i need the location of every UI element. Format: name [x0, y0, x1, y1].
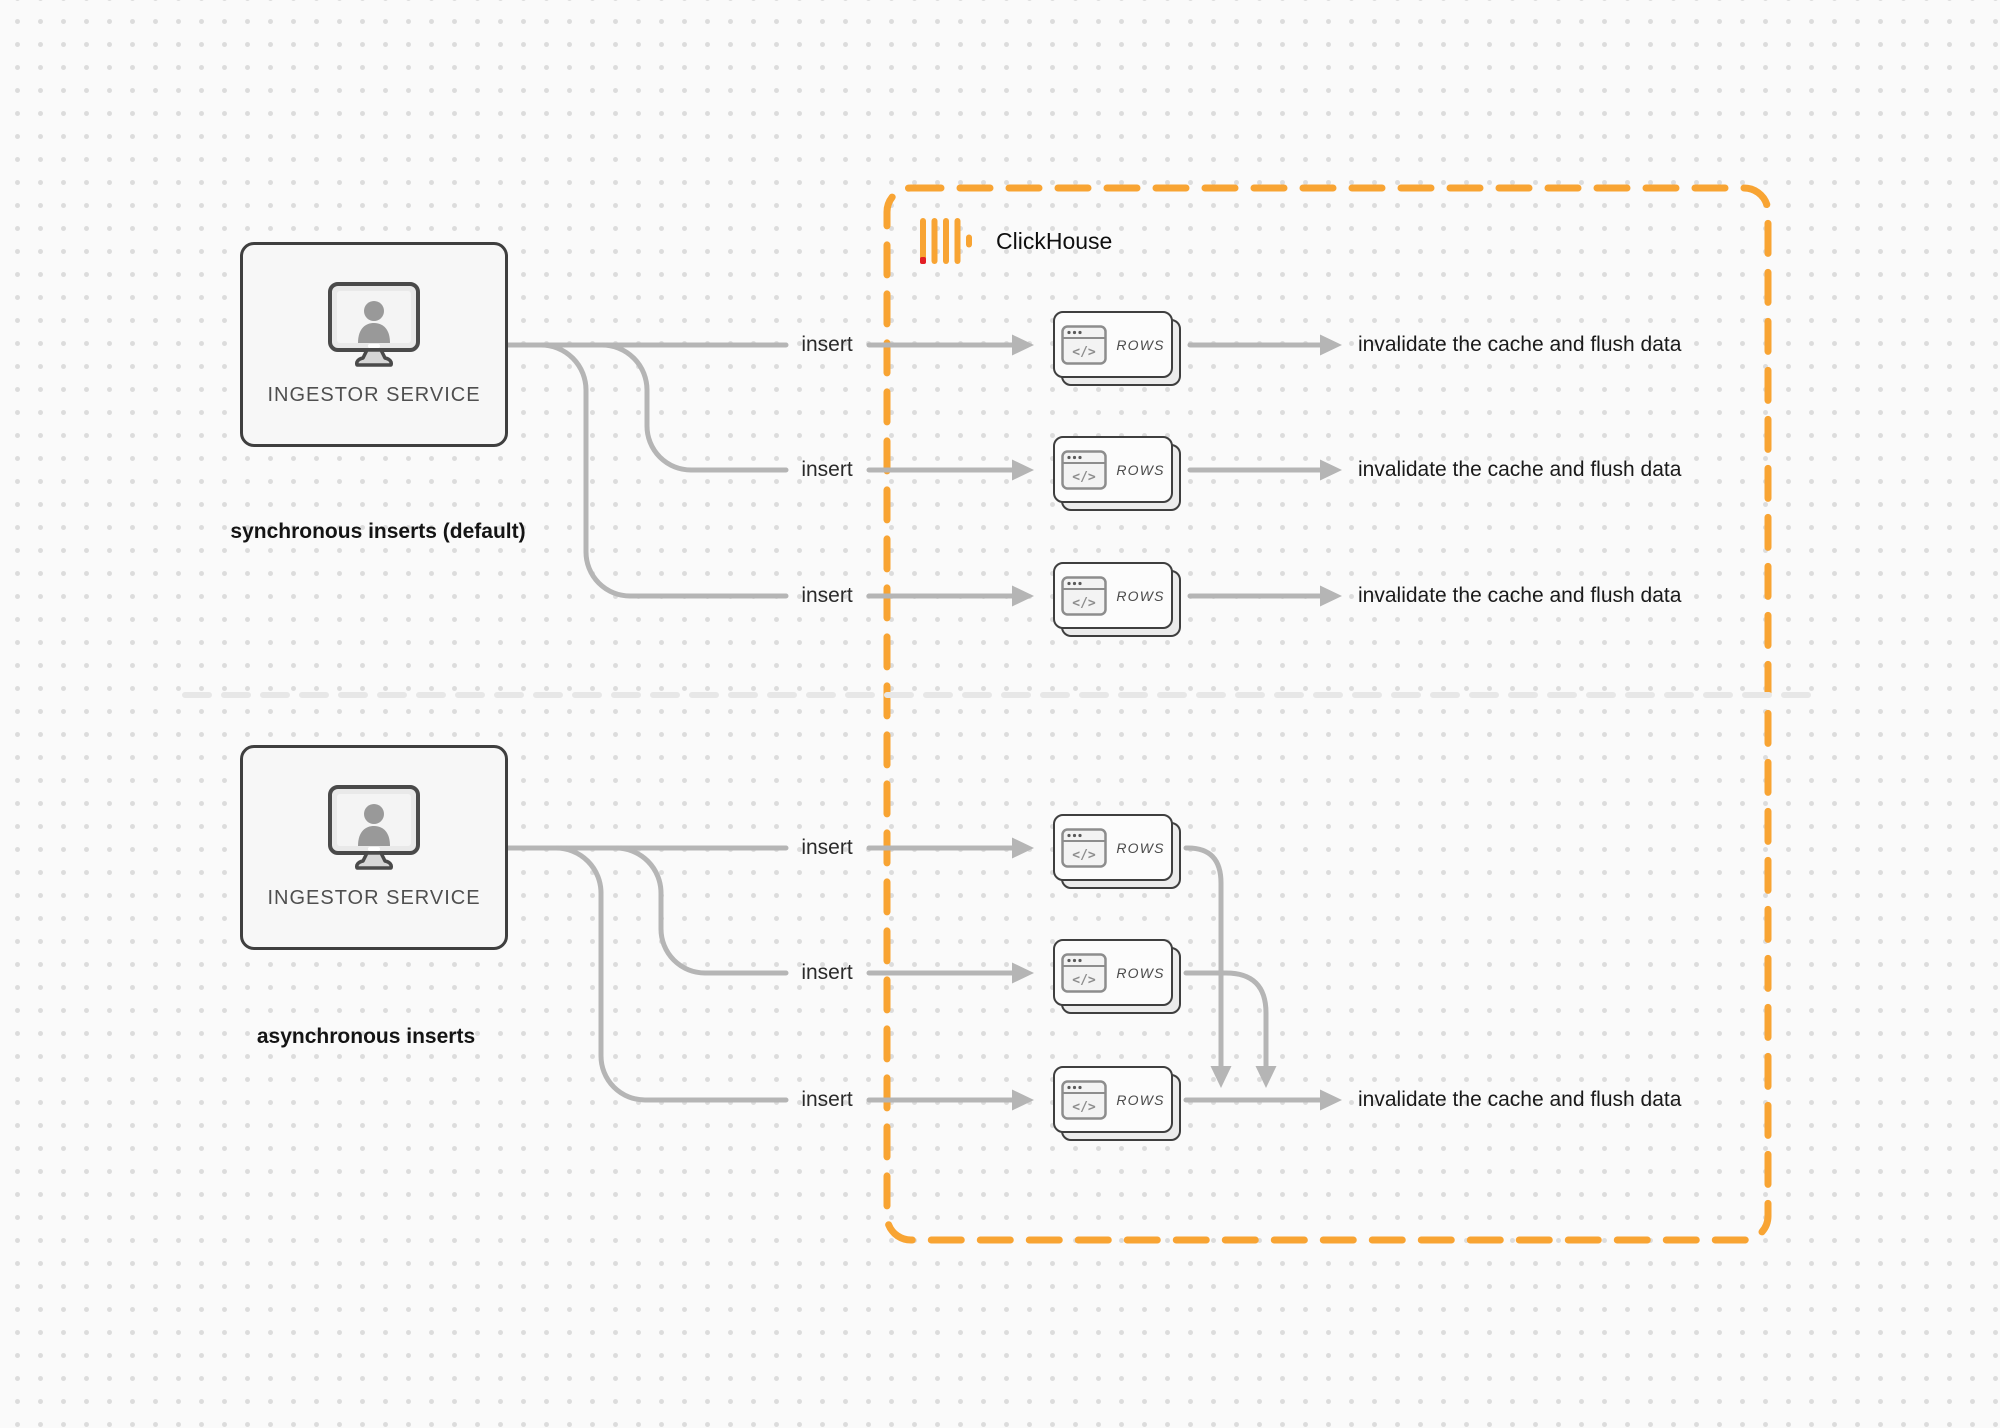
insert-label: insert — [801, 836, 853, 859]
result-label: invalidate the cache and flush data — [1358, 458, 1682, 481]
result-label: invalidate the cache and flush data — [1358, 1088, 1682, 1111]
clickhouse-red-accent — [920, 257, 926, 264]
ingestor-service-box-async: INGESTOR SERVICE — [240, 745, 508, 950]
sync-branch-row2 — [559, 342, 789, 473]
insert-label: insert — [801, 333, 853, 356]
sync-caption: synchronous inserts (default) — [230, 520, 526, 543]
rows-label: ROWS — [1116, 964, 1165, 981]
rows-card-face: </> ROWS — [1053, 311, 1173, 378]
rows-label: ROWS — [1116, 1091, 1165, 1108]
insert-label: insert — [801, 584, 853, 607]
rows-card-face: </> ROWS — [1053, 562, 1173, 629]
async-converge-2 — [1183, 970, 1277, 1088]
rows-label: ROWS — [1116, 839, 1165, 856]
result-label: invalidate the cache and flush data — [1358, 333, 1682, 356]
svg-text:</>: </> — [1073, 1100, 1097, 1115]
monitor-with-user-icon — [328, 282, 420, 367]
rows-label: ROWS — [1116, 587, 1165, 604]
rows-card-face: </> ROWS — [1053, 436, 1173, 503]
clickhouse-bars-icon — [920, 218, 972, 264]
sync-branch-row3 — [527, 342, 789, 599]
ingestor-service-label: INGESTOR SERVICE — [267, 384, 481, 406]
code-window-icon: </> — [1061, 827, 1108, 868]
code-window-icon: </> — [1061, 324, 1108, 365]
ingestor-service-label: INGESTOR SERVICE — [267, 887, 481, 909]
rows-card-face: </> ROWS — [1053, 939, 1173, 1006]
result-label: invalidate the cache and flush data — [1358, 584, 1682, 607]
async-branch-row3 — [531, 845, 789, 1103]
async-converge-1 — [1183, 845, 1232, 1088]
svg-text:</>: </> — [1073, 973, 1097, 988]
code-window-icon: </> — [1061, 1079, 1108, 1120]
clickhouse-boundary — [883, 184, 1772, 1244]
code-window-icon: </> — [1061, 449, 1108, 490]
svg-text:</>: </> — [1073, 596, 1097, 611]
svg-text:</>: </> — [1073, 848, 1097, 863]
clickhouse-logo: ClickHouse — [918, 216, 1112, 266]
rows-card: </> ROWS — [1053, 562, 1181, 637]
rows-card-face: </> ROWS — [1053, 814, 1173, 881]
code-window-icon: </> — [1061, 952, 1108, 993]
rows-card-face: </> ROWS — [1053, 1066, 1173, 1133]
rows-label: ROWS — [1116, 461, 1165, 478]
async-caption: asynchronous inserts — [256, 1025, 476, 1048]
svg-text:</>: </> — [1073, 470, 1097, 485]
rows-card: </> ROWS — [1053, 814, 1181, 889]
rows-card: </> ROWS — [1053, 939, 1181, 1014]
rows-card: </> ROWS — [1053, 436, 1181, 511]
clickhouse-label: ClickHouse — [996, 227, 1113, 254]
ingestor-service-box-sync: INGESTOR SERVICE — [240, 242, 508, 447]
rows-card: </> ROWS — [1053, 1066, 1181, 1141]
insert-label: insert — [801, 961, 853, 984]
code-window-icon: </> — [1061, 575, 1108, 616]
svg-text:</>: </> — [1073, 345, 1097, 360]
rows-card: </> ROWS — [1053, 311, 1181, 386]
monitor-with-user-icon — [328, 785, 420, 870]
insert-label: insert — [801, 1088, 853, 1111]
insert-label: insert — [801, 458, 853, 481]
async-branch-row2 — [565, 845, 789, 976]
connectors — [505, 334, 1342, 1111]
rows-label: ROWS — [1116, 336, 1165, 353]
